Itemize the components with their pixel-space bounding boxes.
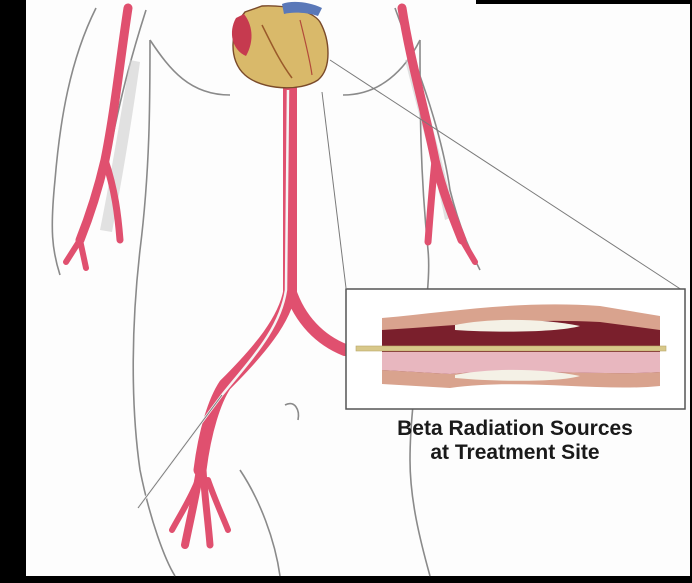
caption-line-2: at Treatment Site [340,441,690,465]
radiation-source-wire [356,346,666,351]
vessel-cross-section [356,304,666,388]
caption-line-1: Beta Radiation Sources [340,417,690,441]
caption: Beta Radiation Sources at Treatment Site [340,417,690,465]
